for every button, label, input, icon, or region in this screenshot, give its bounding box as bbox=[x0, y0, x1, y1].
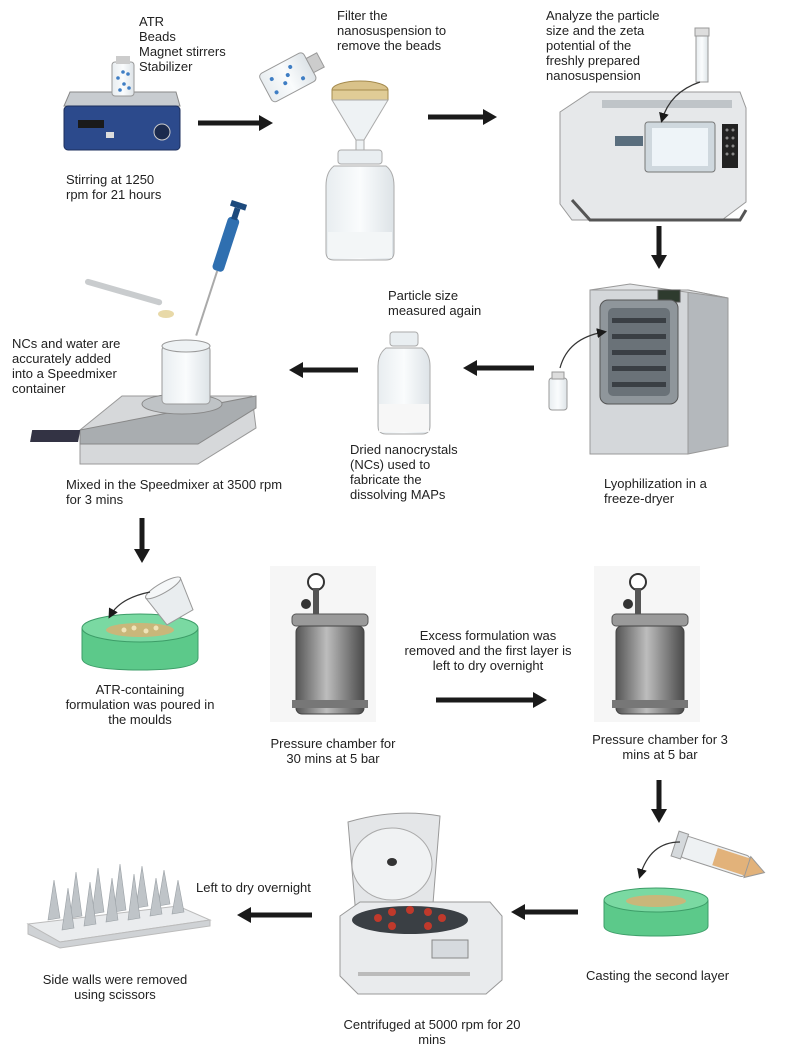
label-analyze: Analyze the particle size and the zeta p… bbox=[546, 8, 660, 83]
dried-nc-vial-icon bbox=[377, 331, 431, 435]
label-particle-size-again: Particle size measured again bbox=[388, 288, 482, 318]
mould-icon bbox=[81, 576, 199, 671]
pipette-icon bbox=[195, 199, 248, 336]
label-casting: Casting the second layer bbox=[586, 968, 730, 983]
label-lyophilization: Lyophilization in a freeze-dryer bbox=[604, 476, 707, 506]
label-stirring: Stirring at 1250 rpm for 21 hours bbox=[66, 172, 162, 202]
label-centrifuged: Centrifuged at 5000 rpm for 20 mins bbox=[343, 1017, 521, 1047]
label-filter: Filter the nanosuspension to remove the … bbox=[337, 8, 447, 53]
label-side-walls: Side walls were removed using scissors bbox=[42, 972, 188, 1002]
label-pressure-3: Pressure chamber for 3 mins at 5 bar bbox=[592, 732, 728, 762]
centrifuge-icon bbox=[339, 812, 503, 995]
label-stirrer-ingredients: ATR Beads Magnet stirrers Stabilizer bbox=[139, 14, 226, 74]
microneedle-array-icon bbox=[26, 863, 212, 949]
balance-scale-icon bbox=[30, 278, 257, 465]
label-ncs-water: NCs and water are accurately added into … bbox=[12, 336, 121, 396]
label-speedmixer: Mixed in the Speedmixer at 3500 rpm for … bbox=[66, 477, 283, 507]
filter-funnel-icon bbox=[259, 52, 395, 261]
mould-second-layer-icon bbox=[603, 830, 766, 937]
pressure-chamber-icon bbox=[270, 566, 376, 722]
label-dried-ncs: Dried nanocrystals (NCs) used to fabrica… bbox=[350, 442, 458, 502]
label-poured: ATR-containing formulation was poured in… bbox=[65, 682, 215, 727]
particle-analyzer-icon bbox=[559, 27, 748, 222]
magnetic-stirrer-icon bbox=[63, 56, 181, 151]
label-pressure-30: Pressure chamber for 30 mins at 5 bar bbox=[270, 736, 396, 766]
label-excess: Excess formulation was removed and the f… bbox=[404, 628, 572, 673]
pressure-chamber-icon bbox=[594, 566, 700, 722]
label-dry-overnight: Left to dry overnight bbox=[196, 880, 311, 895]
freeze-dryer-icon bbox=[548, 283, 729, 455]
